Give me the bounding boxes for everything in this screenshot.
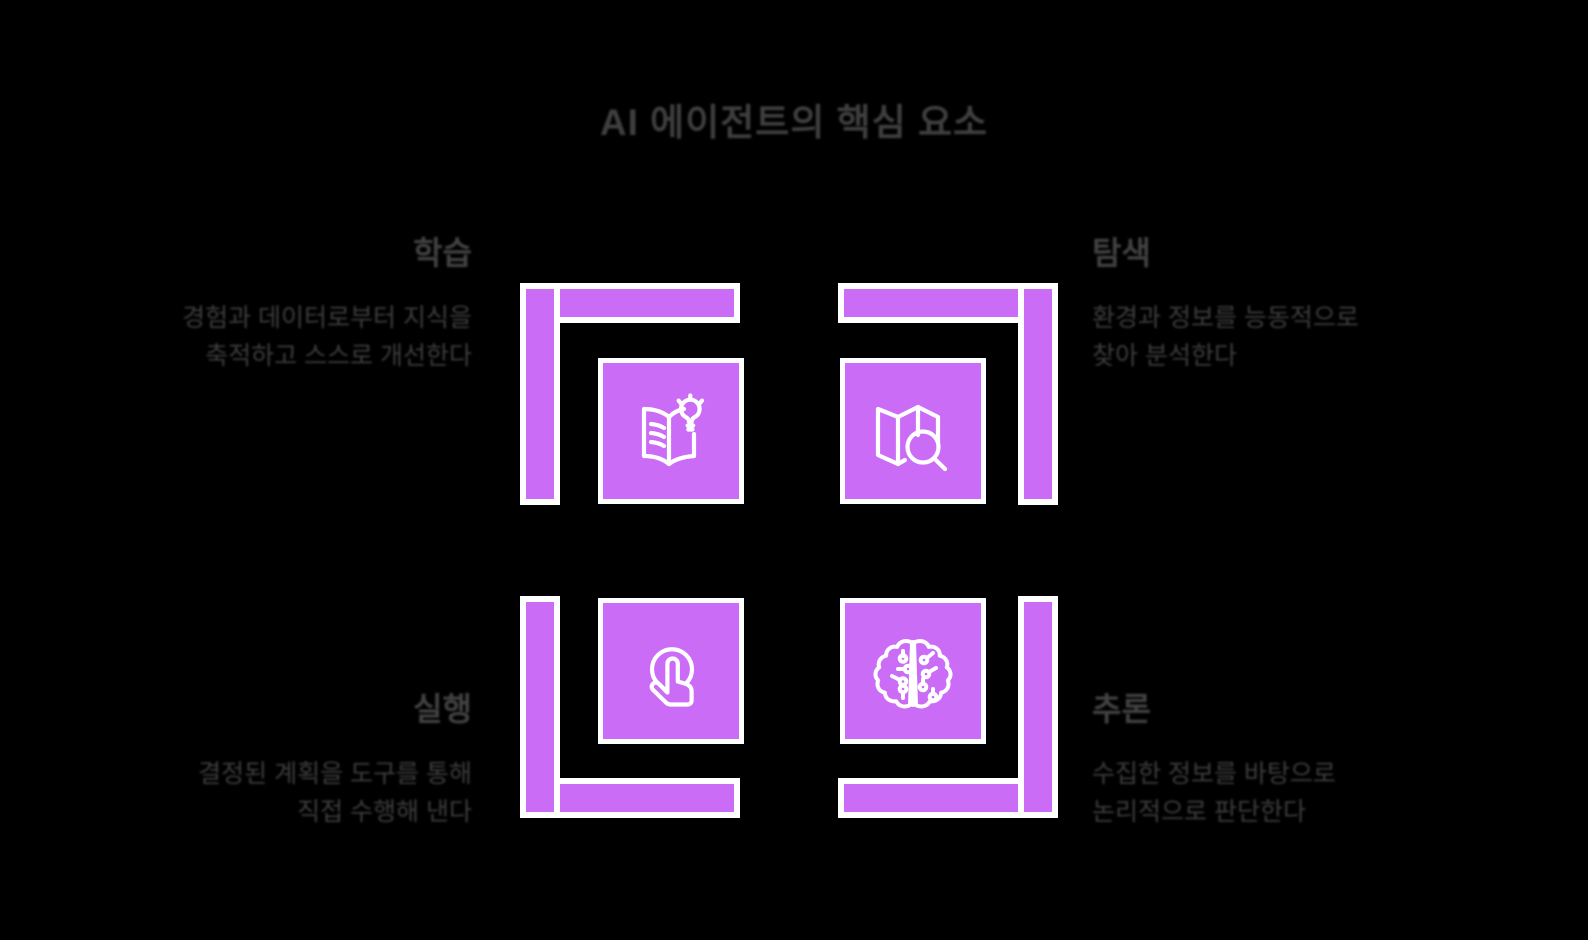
quadrant-bottom-left xyxy=(520,594,748,818)
page-title: AI 에이전트의 핵심 요소 xyxy=(599,102,989,143)
quadrant-body-line: 결정된 계획을 도구를 통해 xyxy=(198,760,472,788)
quadrant-heading-top-left: 학습 xyxy=(413,235,472,271)
icon-tile-bottom-left xyxy=(598,598,744,744)
quadrant-heading-bottom-left: 실행 xyxy=(413,691,472,727)
quadrant-diagram xyxy=(520,283,1058,818)
quadrant-label-top-left: 학습 경험과 데이터로부터 지식을 축적하고 스스로 개선한다 xyxy=(72,228,472,375)
quadrant-body-bottom-right: 수집한 정보를 바탕으로 논리적으로 판단한다 xyxy=(1092,756,1492,831)
quadrant-body-line: 찾아 분석한다 xyxy=(1092,341,1237,370)
quadrant-body-line: 경험과 데이터로부터 지식을 xyxy=(182,304,472,332)
tap-gesture-icon xyxy=(623,623,719,719)
map-search-icon xyxy=(865,383,961,479)
quadrant-body-bottom-left: 결정된 계획을 도구를 통해 직접 수행해 낸다 xyxy=(72,756,472,831)
quadrant-body-line: 축적하고 스스로 개선한다 xyxy=(205,341,472,370)
bracket-bar-vertical xyxy=(520,596,560,818)
brain-circuit-icon xyxy=(865,623,961,719)
quadrant-heading-bottom-right: 추론 xyxy=(1092,691,1151,727)
quadrant-heading-top-right: 탐색 xyxy=(1092,235,1151,271)
quadrant-label-bottom-left: 실행 결정된 계획을 도구를 통해 직접 수행해 낸다 xyxy=(72,684,472,831)
bracket-bar-vertical xyxy=(520,283,560,505)
icon-tile-top-left xyxy=(598,358,744,504)
quadrant-bottom-right xyxy=(830,594,1058,818)
quadrant-top-right xyxy=(830,283,1058,507)
quadrant-label-bottom-right: 추론 수집한 정보를 바탕으로 논리적으로 판단한다 xyxy=(1092,684,1492,831)
quadrant-body-top-left: 경험과 데이터로부터 지식을 축적하고 스스로 개선한다 xyxy=(72,300,472,375)
bracket-bar-vertical xyxy=(1018,596,1058,818)
quadrant-body-line: 직접 수행해 낸다 xyxy=(297,797,472,826)
quadrant-body-top-right: 환경과 정보를 능동적으로 찾아 분석한다 xyxy=(1092,300,1492,375)
quadrant-body-line: 논리적으로 판단한다 xyxy=(1092,797,1306,826)
icon-tile-top-right xyxy=(840,358,986,504)
quadrant-body-line: 수집한 정보를 바탕으로 xyxy=(1092,760,1336,788)
icon-tile-bottom-right xyxy=(840,598,986,744)
bracket-bar-vertical xyxy=(1018,283,1058,505)
open-book-lightbulb-icon xyxy=(623,383,719,479)
quadrant-body-line: 환경과 정보를 능동적으로 xyxy=(1092,304,1359,332)
quadrant-top-left xyxy=(520,283,748,507)
quadrant-label-top-right: 탐색 환경과 정보를 능동적으로 찾아 분석한다 xyxy=(1092,228,1492,375)
